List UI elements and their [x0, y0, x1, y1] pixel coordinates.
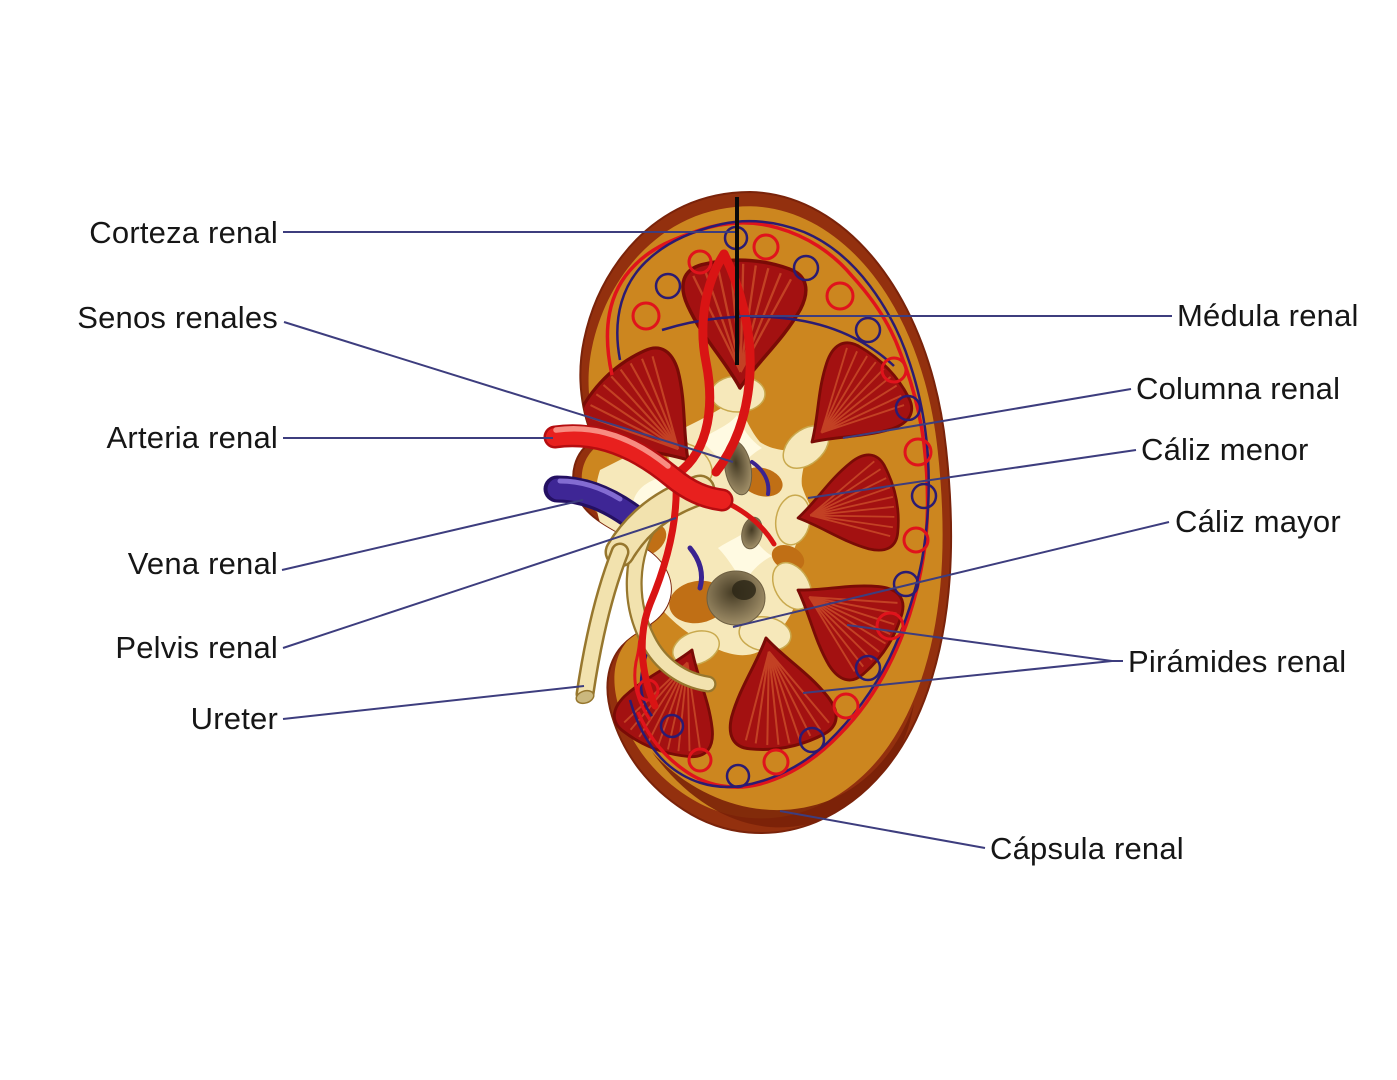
- leader-vena: [281, 499, 584, 571]
- leader-caliz-mayor: [732, 521, 1170, 628]
- label-columna-renal: Columna renal: [1136, 371, 1341, 406]
- leader-lines: [281, 231, 1172, 849]
- renal-vein-shape: [543, 475, 648, 532]
- leader-columna: [842, 388, 1132, 439]
- ureter-shape: [575, 542, 630, 705]
- leader-piramides-2: [802, 660, 1113, 694]
- label-pelvis-renal: Pelvis renal: [115, 630, 278, 665]
- label-piramides-renal: Pirámides renal: [1128, 644, 1347, 679]
- leader-capsula: [779, 810, 986, 849]
- label-medula-renal: Médula renal: [1177, 298, 1359, 333]
- capsule-shadow: [652, 704, 914, 828]
- label-senos-renales: Senos renales: [77, 300, 278, 335]
- label-caliz-mayor: Cáliz mayor: [1175, 504, 1341, 539]
- vein-branches: [687, 460, 771, 591]
- label-capsula-renal: Cápsula renal: [990, 831, 1184, 866]
- renal-artery-shape: [543, 424, 734, 512]
- leader-ureter: [282, 685, 585, 720]
- label-arteria-renal: Arteria renal: [106, 420, 278, 455]
- leader-caliz-menor: [807, 449, 1137, 499]
- label-caliz-menor: Cáliz menor: [1141, 432, 1309, 467]
- leader-senos: [283, 321, 734, 463]
- label-ureter: Ureter: [190, 701, 278, 736]
- label-corteza-renal: Corteza renal: [89, 215, 278, 250]
- label-vena-renal: Vena renal: [127, 546, 278, 581]
- leader-pelvis: [282, 517, 677, 649]
